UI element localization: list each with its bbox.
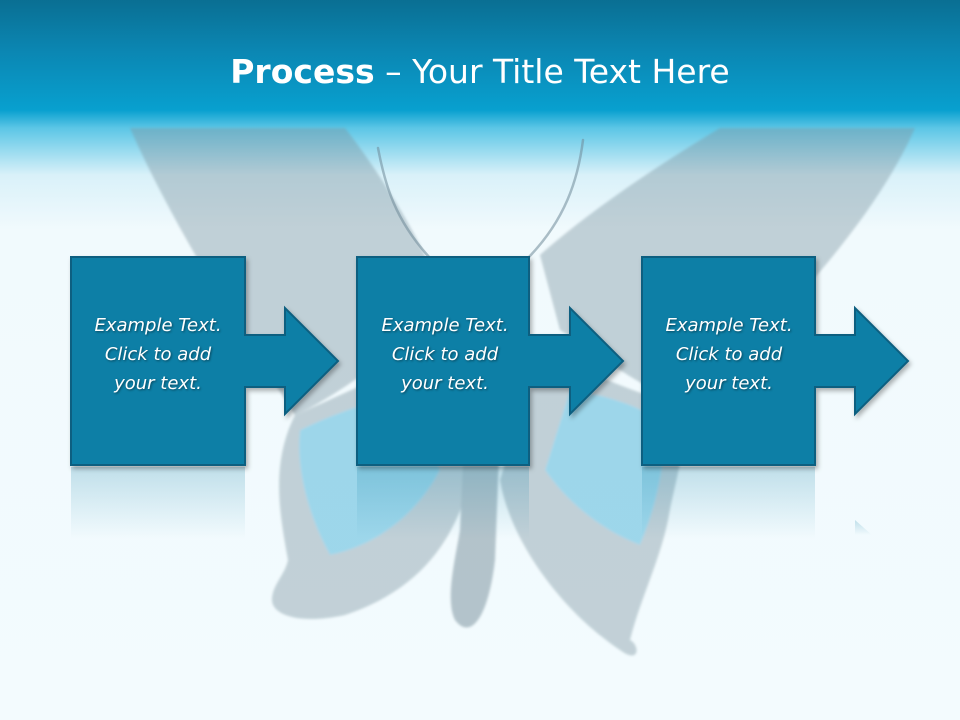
step-2-reflection [357,467,529,539]
step-1-line-2: Click to add [104,344,212,365]
step-3-line-3: your text. [685,373,773,394]
step-2-line-1: Example Text. [381,315,509,336]
title-rest: – Your Title Text Here [374,52,730,91]
slide-title[interactable]: Process – Your Title Text Here [0,52,960,91]
process-step-3[interactable] [641,256,910,466]
process-step-1[interactable] [70,256,340,466]
step-3-line-2: Click to add [675,344,783,365]
title-bold: Process [230,52,375,91]
step-2-text[interactable]: Example Text. Click to add your text. [360,311,530,398]
step-1-reflection [71,467,245,539]
process-step-2[interactable] [356,256,625,466]
arrow-3-reflection [855,520,872,535]
step-3-text[interactable]: Example Text. Click to add your text. [644,311,814,398]
step-1-line-1: Example Text. [94,315,222,336]
step-2-line-2: Click to add [391,344,499,365]
step-2-line-3: your text. [401,373,489,394]
step-3-line-1: Example Text. [665,315,793,336]
step-1-text[interactable]: Example Text. Click to add your text. [73,311,243,398]
step-3-reflection [642,467,815,539]
step-1-line-3: your text. [114,373,202,394]
